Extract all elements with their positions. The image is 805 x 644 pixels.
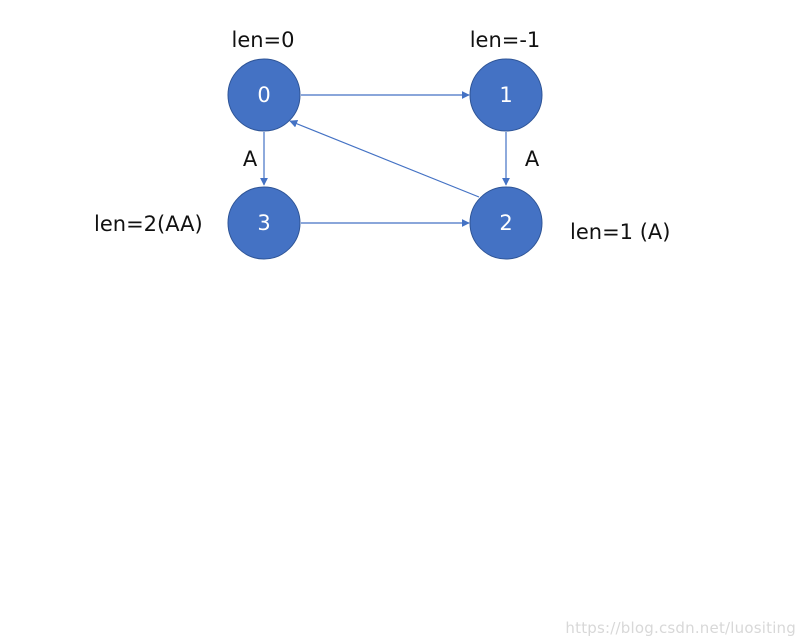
node-0: 0	[227, 58, 301, 132]
node-0-label: 0	[257, 83, 270, 107]
node-0-circle	[227, 58, 301, 132]
edge-label-1-to-2: A	[525, 147, 540, 171]
edge-2-to-0	[289, 119, 480, 198]
node-0-len-label: len=0	[231, 28, 294, 52]
node-2: 2	[469, 186, 543, 260]
watermark: https://blog.csdn.net/luositing	[565, 619, 796, 637]
node-3-circle	[227, 186, 301, 260]
node-1: 1	[469, 58, 543, 132]
node-3-label: 3	[257, 211, 270, 235]
node-3: 3	[227, 186, 301, 260]
edge-label-0-to-3: A	[243, 147, 258, 171]
node-2-len-label: len=1 (A)	[570, 220, 670, 244]
node-3-len-label: len=2(AA)	[94, 212, 203, 236]
node-1-label: 1	[499, 83, 512, 107]
node-2-circle	[469, 186, 543, 260]
node-2-label: 2	[499, 211, 512, 235]
node-1-len-label: len=-1	[470, 28, 541, 52]
node-1-circle	[469, 58, 543, 132]
